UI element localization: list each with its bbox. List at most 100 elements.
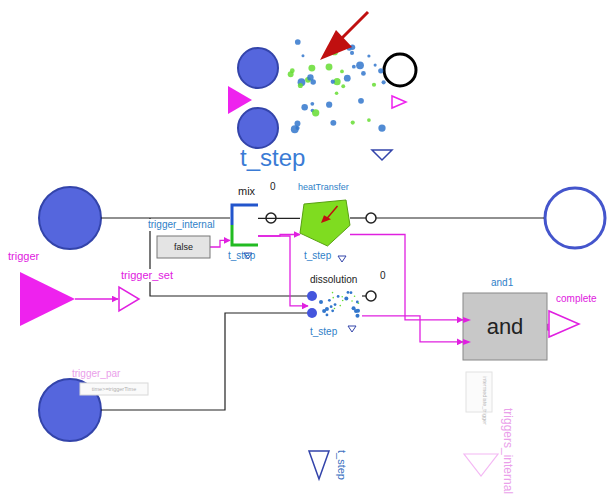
node-outline <box>308 450 330 480</box>
heat-arrow-head <box>321 215 331 223</box>
block-name: heatTransfer <box>298 182 349 192</box>
fluid-port <box>238 48 278 88</box>
node-outline <box>308 290 362 328</box>
signal-connector <box>210 240 230 247</box>
particle <box>358 98 364 104</box>
particle <box>356 301 359 304</box>
trigger-triangle <box>20 272 75 326</box>
particle <box>342 300 344 302</box>
particle <box>341 84 345 88</box>
wire <box>350 217 366 218</box>
trigger-output: trigger_set <box>118 286 140 312</box>
particle <box>301 104 307 110</box>
particle <box>374 64 377 67</box>
particle <box>288 71 294 77</box>
particle <box>358 302 360 304</box>
time-triangle <box>309 451 329 479</box>
particle <box>344 75 351 82</box>
node-outline <box>20 272 75 326</box>
particle <box>378 124 385 131</box>
output-triangle <box>119 287 139 311</box>
particle <box>301 54 304 57</box>
text-holder: time>=triggerTime <box>80 383 148 395</box>
port-circle <box>366 291 376 301</box>
port-name: triggers_internal <box>500 408 514 494</box>
particle <box>331 309 334 312</box>
signal-connector <box>258 236 308 306</box>
parameter-box <box>80 383 148 395</box>
port-name: complete <box>556 293 597 305</box>
heat-arrow-head <box>320 30 352 60</box>
particle <box>382 80 386 84</box>
output-triangle <box>549 311 579 337</box>
particle <box>334 308 336 310</box>
fluid-port <box>307 291 317 301</box>
particle <box>340 70 344 74</box>
wire <box>376 217 544 218</box>
port-name: t_step <box>304 250 331 262</box>
parameter-block: trigger_partime>=triggerTime <box>80 383 148 395</box>
particles <box>288 39 386 133</box>
component-icon <box>228 12 416 160</box>
particle <box>367 54 370 57</box>
faded-block <box>466 372 492 412</box>
particle <box>332 297 334 299</box>
time-port <box>372 150 392 160</box>
particle <box>310 102 314 106</box>
parameter-value: 0 <box>380 270 386 282</box>
particle <box>335 91 339 95</box>
trigger-port <box>228 86 252 114</box>
particle <box>352 306 356 310</box>
output-port <box>392 96 406 108</box>
signal-connector <box>75 298 118 299</box>
particle <box>356 61 364 69</box>
particle <box>367 118 371 122</box>
time-port <box>348 326 356 332</box>
complete-output: complete <box>548 310 580 338</box>
port-name: trigger_set <box>120 269 174 282</box>
particle <box>291 125 299 133</box>
mix-block: mix0t_step <box>230 203 258 247</box>
particle <box>378 68 383 73</box>
particle <box>308 65 315 72</box>
particle <box>328 299 331 302</box>
parameter-value: time>=triggerTime <box>92 386 136 392</box>
particle <box>295 39 301 45</box>
particle <box>330 305 333 308</box>
particle <box>330 120 336 126</box>
boolean-constant: trigger_internalfalse <box>157 236 210 258</box>
particle <box>355 314 359 318</box>
node-outline <box>230 203 258 247</box>
particle <box>350 291 353 294</box>
block-name: mix <box>238 185 255 198</box>
mix-bracket <box>232 225 258 245</box>
boolean-box <box>157 236 210 258</box>
signal-connector <box>350 235 463 320</box>
fluid-connector <box>258 218 300 219</box>
particle <box>307 74 313 80</box>
node-outline <box>118 286 140 312</box>
heat-shape <box>300 200 350 246</box>
heat-transfer-block: heatTransfert_step <box>300 200 350 246</box>
port-name: t_step <box>310 326 337 338</box>
fluid-port-b <box>545 188 605 248</box>
trigger-input: trigger <box>20 272 75 326</box>
port-name: t_step <box>228 250 255 262</box>
particle <box>354 295 356 297</box>
particle <box>334 303 337 306</box>
particle <box>351 121 355 125</box>
particle <box>295 126 299 130</box>
parameter-value: 0 <box>270 181 276 193</box>
constant-value: false <box>174 242 193 252</box>
node-outline <box>300 200 350 246</box>
particle <box>350 51 354 55</box>
particle <box>326 64 333 71</box>
particle <box>352 65 356 69</box>
fluid-port <box>384 54 416 86</box>
fluid-port <box>307 308 317 318</box>
particle <box>319 300 323 304</box>
mix-bracket <box>232 205 258 225</box>
fluid-port-a <box>39 187 101 249</box>
node-outline <box>548 310 580 338</box>
port-name: t_step <box>335 450 348 480</box>
